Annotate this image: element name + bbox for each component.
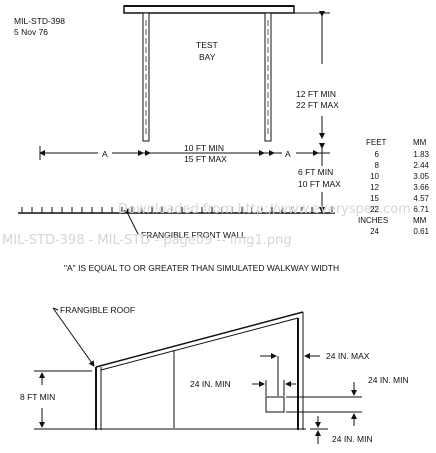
table-row-inches: 24 xyxy=(370,227,379,236)
a-right-label-bg xyxy=(282,147,296,159)
wall-ticks xyxy=(21,207,333,213)
roof-slope-bottom xyxy=(100,317,299,371)
table-row-feet: 6 xyxy=(375,150,380,159)
height-max-label: 22 FT MAX xyxy=(296,100,339,110)
table-row-mm: 3.05 xyxy=(413,172,429,181)
table-header-mm-2: MM xyxy=(413,216,427,225)
roof-leader-tail xyxy=(52,307,59,311)
side-view xyxy=(92,311,306,430)
table-row-feet: 10 xyxy=(370,172,379,181)
table-row-feet: 8 xyxy=(375,161,380,170)
opening-square xyxy=(265,396,285,413)
a-left-label-bg xyxy=(98,147,112,159)
table-header-inches: INCHES xyxy=(358,216,388,225)
offset-max-label: 10 FT MAX xyxy=(298,179,341,189)
offset-min-label: 6 FT MIN xyxy=(298,167,333,177)
wall-label: FRANGIBLE FRONT WALL xyxy=(141,230,246,240)
bay-label-line1: TEST xyxy=(196,40,218,50)
conversion-table: FEET MM 6 1.83 8 2.44 10 3.05 12 3.66 15… xyxy=(358,138,430,236)
a-right-label: A xyxy=(285,149,291,159)
height-min-label: 12 FT MIN xyxy=(296,89,336,99)
table-header-mm: MM xyxy=(413,138,427,147)
watermark-line1: Downloaded from http://www.everyspec.com xyxy=(118,202,411,217)
opening-min-label: 24 IN. MIN xyxy=(190,379,231,389)
date-label: 5 Nov 76 xyxy=(14,27,48,37)
walkway-note: "A" IS EQUAL TO OR GREATER THAN SIMULATE… xyxy=(64,263,339,273)
table-row-mm: 4.57 xyxy=(413,194,429,203)
frangible-front-wall xyxy=(18,207,335,214)
roof-leader xyxy=(52,307,95,367)
a-left-label: A xyxy=(102,149,108,159)
right-min-label: 24 IN. MIN xyxy=(368,375,409,385)
height-label: 8 FT MIN xyxy=(20,392,55,402)
bay-label-line2: BAY xyxy=(199,52,216,62)
roof-slope-top xyxy=(95,311,304,368)
table-row-mm: 0.61 xyxy=(413,227,429,236)
watermark-line2: MIL-STD-398 - MIL-STD - page09 -- img1.p… xyxy=(2,233,292,248)
wall-leader xyxy=(123,208,139,235)
roof-label: FRANGIBLE ROOF xyxy=(60,305,135,315)
table-row-feet: 12 xyxy=(370,183,379,192)
width-min-label: 10 FT MIN xyxy=(184,143,224,153)
table-header-feet: FEET xyxy=(366,138,387,147)
table-row-mm: 6.71 xyxy=(413,205,429,214)
table-row-mm: 1.83 xyxy=(413,150,429,159)
table-row-mm: 2.44 xyxy=(413,161,429,170)
table-row-feet: 15 xyxy=(370,194,379,203)
test-bay-frame xyxy=(123,5,295,142)
table-row-feet: 22 xyxy=(370,205,379,214)
width-max-label: 15 FT MAX xyxy=(184,154,227,164)
standard-label: MIL-STD-398 xyxy=(14,16,65,26)
bottom-min-label: 24 IN. MIN xyxy=(332,434,373,444)
table-row-mm: 3.66 xyxy=(413,183,429,192)
roof-beam xyxy=(123,5,295,14)
gap-max-label: 24 IN. MAX xyxy=(326,351,370,361)
